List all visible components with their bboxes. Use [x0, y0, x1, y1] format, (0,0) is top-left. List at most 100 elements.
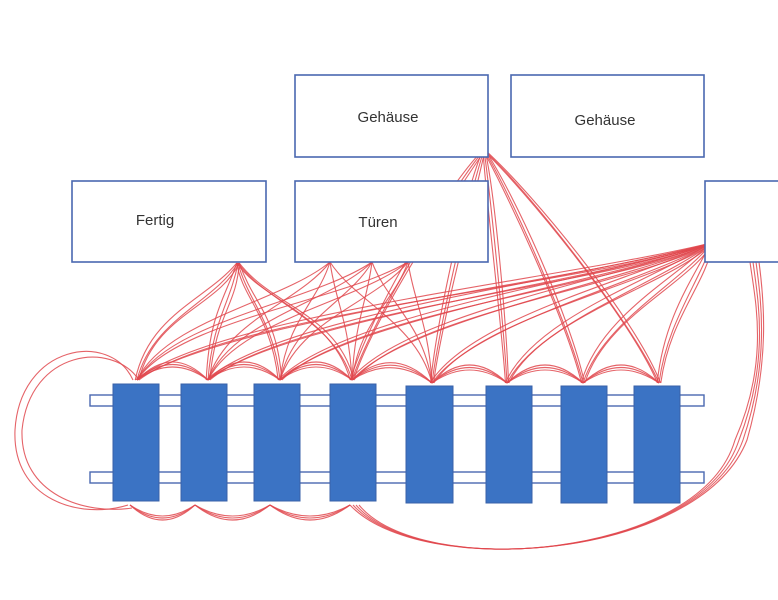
rail-top: [89, 394, 705, 407]
connection-line-78: [351, 362, 433, 384]
connection-line-22: [371, 261, 433, 384]
box-unlabeled: [704, 180, 778, 263]
connection-line-55: [429, 242, 712, 384]
connection-line-5: [207, 262, 239, 381]
connection-line-34: [482, 149, 507, 384]
connection-line-71: [207, 363, 281, 381]
connection-line-6: [209, 262, 240, 381]
connection-line-88: [129, 504, 196, 517]
connection-line-64: [656, 242, 712, 384]
connection-line-25: [279, 261, 409, 381]
connection-line-40: [482, 149, 659, 384]
connection-line-1: [134, 262, 238, 381]
station-5: [405, 385, 454, 504]
box-gehaeuse-2: Gehäuse: [510, 74, 705, 158]
box-gehaeuse-1: Gehäuse: [294, 74, 489, 158]
box-label-gehaeuse-1: Gehäuse: [358, 109, 419, 126]
box-label-fertig: Fertig: [136, 212, 174, 229]
conveyor-rails: [89, 394, 705, 484]
connection-line-95: [269, 504, 351, 519]
connection-line-38: [483, 149, 584, 384]
connection-line-43: [134, 242, 711, 381]
connection-line-68: [136, 363, 209, 381]
connection-line-3: [138, 262, 240, 381]
connection-line-77: [351, 364, 433, 384]
connection-line-48: [209, 242, 714, 381]
connection-line-7: [236, 262, 279, 381]
connection-line-96: [269, 504, 351, 521]
connection-line-85: [582, 369, 660, 384]
connection-line-98: [21, 356, 140, 510]
connection-line-76: [351, 367, 433, 384]
connection-line-23: [136, 261, 409, 381]
station-6: [485, 385, 533, 504]
connection-line-92: [194, 504, 271, 519]
connection-line-75: [279, 361, 353, 381]
connection-line-82: [506, 369, 584, 384]
connection-line-89: [129, 504, 196, 519]
connection-line-18: [136, 261, 373, 381]
connection-line-37: [482, 149, 583, 384]
connection-line-4: [205, 262, 238, 381]
station-1: [112, 383, 160, 502]
connection-line-52: [349, 242, 711, 381]
connection-line-42: [484, 149, 662, 384]
connection-line-59: [506, 242, 713, 384]
connection-line-36: [484, 149, 510, 384]
connection-lines: [14, 149, 765, 550]
connection-line-70: [207, 366, 281, 381]
connection-line-51: [281, 242, 714, 381]
connection-line-10: [236, 262, 351, 381]
connection-line-17: [329, 261, 433, 384]
stations: [112, 383, 681, 504]
connection-line-97: [14, 350, 134, 511]
connection-line-67: [136, 366, 209, 381]
connection-line-39: [484, 149, 586, 384]
connection-line-20: [279, 261, 373, 381]
station-4: [329, 383, 377, 502]
connection-line-84: [506, 364, 584, 384]
connection-line-35: [483, 149, 508, 384]
connection-line-87: [582, 364, 660, 384]
connection-line-62: [582, 242, 713, 384]
connection-line-2: [136, 262, 239, 381]
connection-line-16: [329, 261, 353, 381]
connection-line-72: [207, 361, 281, 381]
connection-line-93: [194, 504, 271, 521]
connection-line-90: [129, 504, 196, 521]
connection-line-79: [431, 369, 508, 384]
connection-line-49: [277, 242, 711, 381]
connection-line-86: [582, 366, 660, 384]
connection-line-83: [506, 366, 584, 384]
connection-line-58: [504, 242, 712, 384]
connection-line-21: [351, 261, 373, 381]
connection-line-15: [279, 261, 331, 381]
connection-line-45: [138, 242, 714, 381]
station-8: [633, 385, 681, 504]
box-fertig: Fertig: [71, 180, 267, 263]
station-3: [253, 383, 301, 502]
connection-line-46: [205, 242, 711, 381]
connection-line-41: [483, 149, 660, 384]
connection-line-69: [136, 361, 209, 381]
connection-line-81: [431, 364, 508, 384]
station-7: [560, 385, 608, 504]
connection-line-94: [269, 504, 351, 517]
connection-line-73: [279, 366, 353, 381]
connection-line-80: [431, 366, 508, 384]
station-2: [180, 383, 228, 502]
box-label-gehaeuse-2: Gehäuse: [575, 112, 636, 129]
connection-line-91: [194, 504, 271, 517]
connection-line-24: [207, 261, 409, 381]
connection-line-19: [207, 261, 373, 381]
box-label-tueren: Türen: [358, 214, 397, 231]
connection-line-13: [136, 261, 331, 381]
connection-line-61: [580, 242, 712, 384]
rail-bottom: [89, 471, 705, 484]
connection-line-74: [279, 363, 353, 381]
box-tueren: Türen: [294, 180, 489, 263]
connection-line-63: [584, 242, 714, 384]
connection-line-54: [353, 242, 714, 381]
